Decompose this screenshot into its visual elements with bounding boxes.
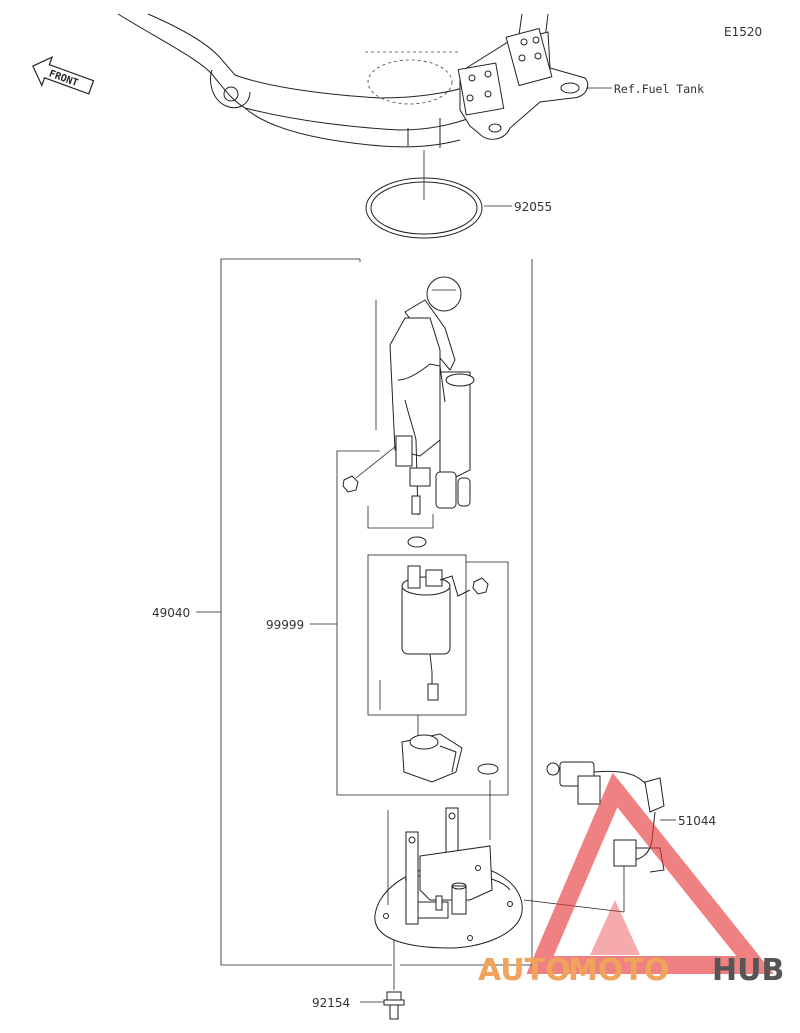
pump-housing xyxy=(375,276,475,516)
watermark-moto: MOTO xyxy=(568,953,669,988)
part-number-51044: 51044 xyxy=(678,814,716,828)
tank-bracket xyxy=(457,27,589,140)
bolt-92154 xyxy=(383,940,405,1020)
harness-connector-51044 xyxy=(546,761,665,912)
sub-assembly-bracket-99999 xyxy=(336,450,509,796)
part-number-92055: 92055 xyxy=(514,200,552,214)
part-number-92154: 92154 xyxy=(312,996,350,1010)
diagram-code: E1520 xyxy=(724,25,762,39)
fuel-filter xyxy=(401,715,463,783)
part-number-99999: 99999 xyxy=(266,618,304,632)
automotohub-watermark-logo xyxy=(526,772,774,974)
o-ring-92055 xyxy=(365,150,483,239)
part-number-49040: 49040 xyxy=(152,606,190,620)
fuel-tank-outline xyxy=(117,13,549,148)
small-o-ring xyxy=(407,536,427,548)
fuel-pump-motor xyxy=(379,565,489,710)
gasket-ring xyxy=(477,763,499,775)
watermark-hub: HUB xyxy=(712,953,784,988)
pump-base-plate xyxy=(374,780,625,949)
small-nut xyxy=(342,445,397,493)
front-arrow-icon: FRONT xyxy=(32,55,95,95)
watermark-auto: AUTO xyxy=(478,953,571,988)
ref-fuel-tank-label: Ref.Fuel Tank xyxy=(614,82,704,96)
